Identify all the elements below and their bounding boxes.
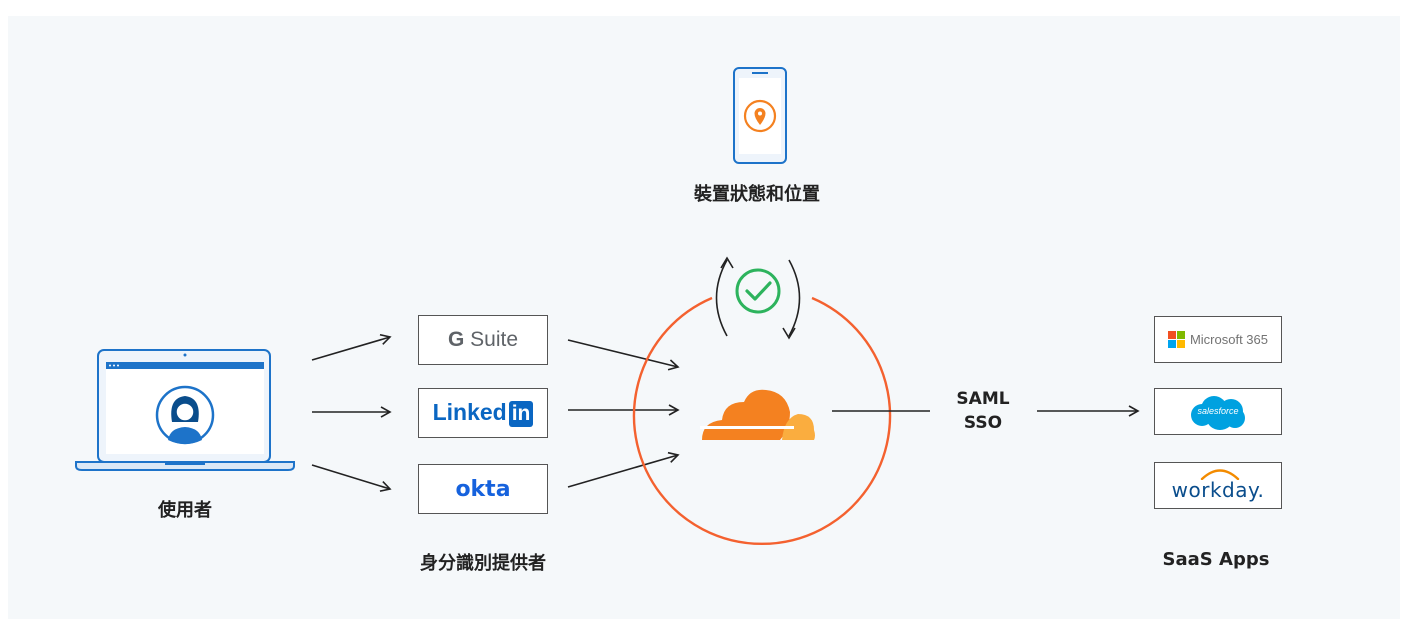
workday-box: workday. [1154,462,1282,509]
user-label: 使用者 [158,500,212,521]
salesforce-box: salesforce [1154,388,1282,435]
gsuite-text: Suite [470,328,519,351]
arrow-gsuite-to-cloudflare [567,339,680,371]
protocol-line2: SSO [963,413,1003,433]
workday-arc-icon [1200,468,1239,480]
gsuite-box: G Suite [418,315,548,365]
idp-label: 身分識別提供者 [420,553,546,574]
okta-box: okta [418,464,548,514]
saas-label: SaaS Apps [1162,549,1270,570]
microsoft-box: Microsoft 365 [1154,316,1282,363]
microsoft-icon [1167,331,1185,348]
device-label: 裝置狀態和位置 [694,184,820,205]
arrow-user-to-okta [311,464,392,492]
check-circle-icon [735,268,781,314]
microsoft-text: Microsoft 365 [1189,332,1269,347]
protocol-line1: SAML [956,389,1010,409]
arrow-okta-to-cloudflare [567,451,680,488]
workday-text: workday. [1171,477,1265,502]
cloudflare-cloud-icon [700,389,815,440]
arrow-user-to-gsuite [311,333,392,361]
okta-logo: okta [455,476,511,502]
salesforce-text: salesforce [1197,405,1239,416]
location-pin-icon [743,99,777,133]
gsuite-g: G [447,328,465,351]
protocol-label: SAML SSO [956,387,1009,435]
refresh-arrows-icon [715,256,801,340]
gsuite-logo: G Suite [448,328,518,352]
user-avatar-icon [155,385,215,445]
workday-logo: workday. [1171,468,1265,502]
security-perimeter-circle [632,296,892,545]
linkedin-text: Linked [432,399,507,425]
salesforce-cloud-icon: salesforce [1187,394,1249,430]
linkedin-in-badge: in [508,401,534,427]
